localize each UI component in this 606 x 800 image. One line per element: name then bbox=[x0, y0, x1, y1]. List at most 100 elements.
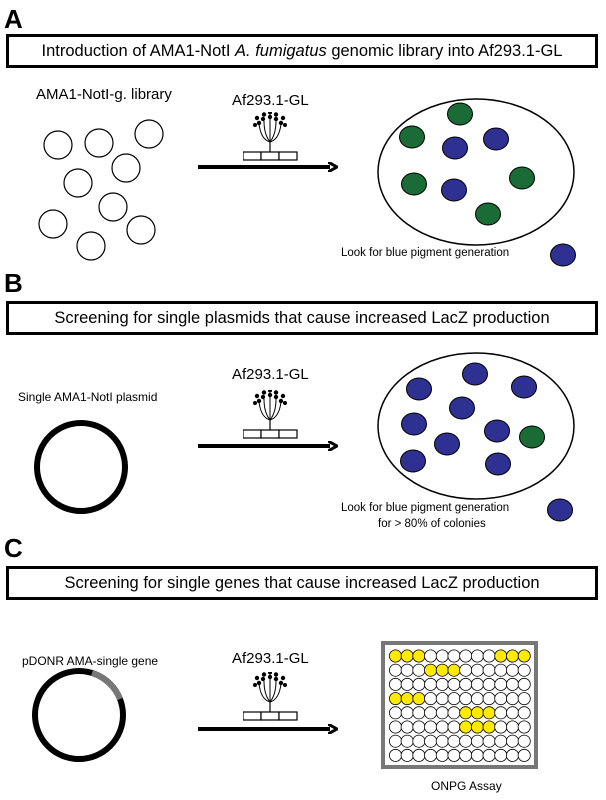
well bbox=[400, 677, 414, 691]
well bbox=[517, 706, 531, 720]
well bbox=[517, 720, 531, 734]
well bbox=[505, 734, 519, 748]
positive-well bbox=[459, 720, 473, 734]
positive-well bbox=[482, 720, 496, 734]
well bbox=[435, 706, 449, 720]
positive-well bbox=[517, 649, 531, 663]
gene-plasmid-label: pDONR AMA-single gene bbox=[22, 654, 159, 668]
well bbox=[400, 706, 414, 720]
well bbox=[470, 663, 484, 677]
well bbox=[505, 748, 519, 762]
well bbox=[435, 677, 449, 691]
positive-well bbox=[400, 692, 414, 706]
well bbox=[400, 734, 414, 748]
well bbox=[482, 677, 496, 691]
blue-colony-key bbox=[550, 243, 576, 267]
well bbox=[388, 677, 402, 691]
well bbox=[470, 649, 484, 663]
well bbox=[435, 649, 449, 663]
plasmid-ring bbox=[34, 420, 128, 514]
panel-b-caption-line2: for > 80% of colonies bbox=[378, 518, 486, 530]
positive-well bbox=[494, 649, 508, 663]
well bbox=[424, 706, 438, 720]
well bbox=[412, 663, 426, 677]
well bbox=[424, 734, 438, 748]
positive-well bbox=[400, 649, 414, 663]
panel-a-caption: Look for blue pigment generation bbox=[341, 247, 510, 259]
well bbox=[482, 748, 496, 762]
positive-well bbox=[482, 706, 496, 720]
well bbox=[388, 734, 402, 748]
positive-well bbox=[459, 706, 473, 720]
petri-dish bbox=[377, 98, 575, 246]
positive-well bbox=[505, 649, 519, 663]
well bbox=[424, 692, 438, 706]
well bbox=[470, 692, 484, 706]
library-circles bbox=[38, 119, 164, 261]
well bbox=[412, 677, 426, 691]
positive-well bbox=[424, 663, 438, 677]
well bbox=[494, 748, 508, 762]
well bbox=[435, 734, 449, 748]
well bbox=[447, 748, 461, 762]
well bbox=[494, 663, 508, 677]
well bbox=[470, 677, 484, 691]
well bbox=[459, 692, 473, 706]
well bbox=[388, 720, 402, 734]
well bbox=[447, 720, 461, 734]
well bbox=[482, 649, 496, 663]
well bbox=[412, 734, 426, 748]
positive-well bbox=[470, 720, 484, 734]
well bbox=[517, 677, 531, 691]
well bbox=[494, 692, 508, 706]
well bbox=[400, 748, 414, 762]
well bbox=[400, 720, 414, 734]
well bbox=[435, 720, 449, 734]
well bbox=[470, 748, 484, 762]
well bbox=[447, 677, 461, 691]
well bbox=[505, 677, 519, 691]
fungus-icon bbox=[243, 112, 298, 161]
well bbox=[494, 706, 508, 720]
library-label: AMA1-NotI-g. library bbox=[36, 86, 172, 103]
well bbox=[459, 748, 473, 762]
positive-well bbox=[388, 692, 402, 706]
well bbox=[517, 663, 531, 677]
well bbox=[505, 706, 519, 720]
well bbox=[494, 677, 508, 691]
positive-well bbox=[412, 649, 426, 663]
well bbox=[388, 748, 402, 762]
well bbox=[459, 663, 473, 677]
panel-b-strain-label: Af293.1-GL bbox=[232, 366, 309, 383]
well bbox=[412, 706, 426, 720]
well bbox=[412, 720, 426, 734]
plate-a-colonies bbox=[399, 102, 535, 226]
panel-a-letter: A bbox=[4, 4, 23, 34]
positive-well bbox=[470, 706, 484, 720]
well bbox=[424, 748, 438, 762]
well bbox=[400, 663, 414, 677]
gene-segment bbox=[90, 670, 123, 701]
well bbox=[435, 748, 449, 762]
well bbox=[424, 677, 438, 691]
well bbox=[494, 734, 508, 748]
well bbox=[388, 706, 402, 720]
panel-b-title: Screening for single plasmids that cause… bbox=[6, 301, 598, 335]
well bbox=[505, 720, 519, 734]
well bbox=[459, 677, 473, 691]
blue-colony-key bbox=[547, 498, 573, 522]
positive-well bbox=[435, 663, 449, 677]
plate-b-colonies bbox=[400, 362, 545, 476]
well bbox=[424, 649, 438, 663]
panel-a-title: Introduction of AMA1-NotI A. fumigatus g… bbox=[6, 34, 598, 68]
well bbox=[459, 649, 473, 663]
panel-a-title-italic: A. fumigatus bbox=[235, 41, 327, 60]
well bbox=[447, 692, 461, 706]
well bbox=[494, 720, 508, 734]
well bbox=[517, 734, 531, 748]
single-plasmid-label: Single AMA1-NotI plasmid bbox=[18, 390, 158, 404]
well bbox=[482, 734, 496, 748]
panel-a-strain-label: Af293.1-GL bbox=[232, 92, 309, 109]
fungus-icon bbox=[243, 390, 298, 439]
